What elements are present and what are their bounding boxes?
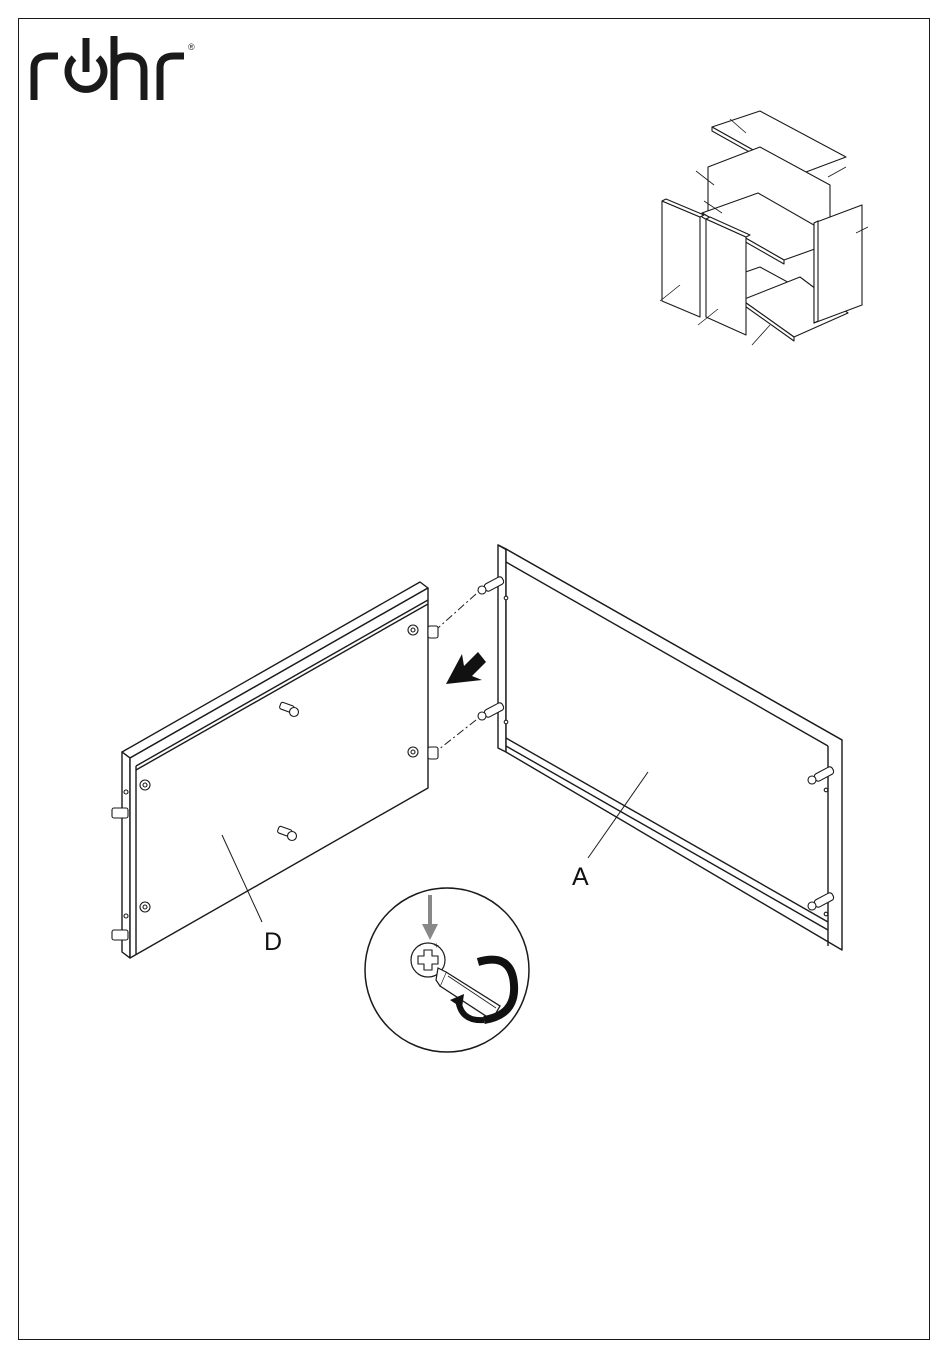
panel-d	[122, 582, 428, 958]
panel-a-label: A	[572, 863, 589, 891]
svg-text:-: -	[418, 941, 421, 950]
arrow-icon	[446, 652, 486, 684]
panel-d-label: D	[264, 928, 282, 956]
screwdriver-icon: - +	[365, 888, 529, 1052]
svg-text:+: +	[434, 941, 439, 950]
panel-a	[498, 545, 842, 950]
